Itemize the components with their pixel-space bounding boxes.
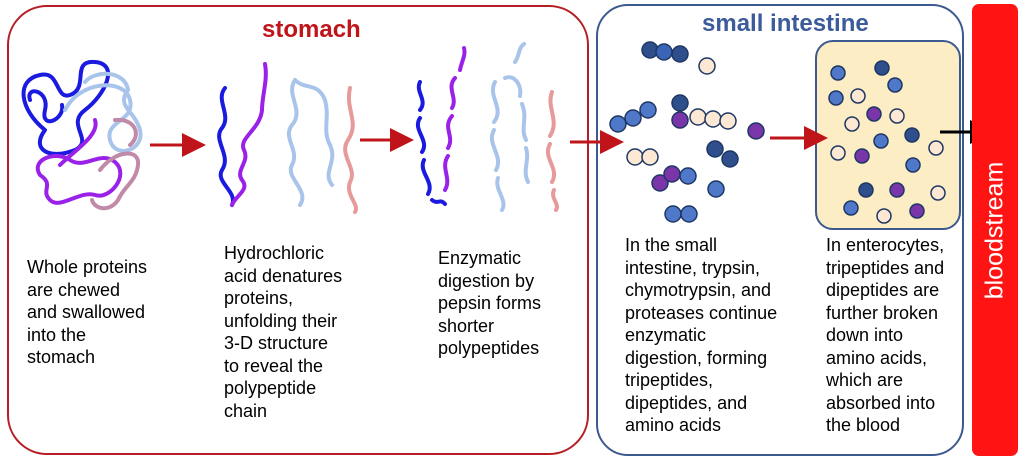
amino-acid-bead	[866, 106, 882, 122]
amino-acid-bead	[830, 65, 846, 81]
amino-acid-bead	[887, 77, 903, 93]
dipeptide-bead	[671, 111, 689, 129]
amino-acid-bead	[626, 148, 644, 166]
amino-acid-bead	[747, 122, 765, 140]
amino-acid-bead	[843, 200, 859, 216]
amino-acid-bead	[641, 148, 659, 166]
folded-protein-icon	[21, 59, 143, 211]
denatured-strands-icon	[217, 62, 358, 214]
bloodstream-label: bloodstream	[980, 161, 1009, 299]
small-intestine-panel	[596, 4, 964, 456]
amino-acid-bead	[889, 182, 905, 198]
amino-acid-bead	[719, 112, 737, 130]
amino-acid-bead	[858, 182, 874, 198]
amino-acid-bead	[930, 185, 946, 201]
enterocyte-particles	[828, 60, 946, 224]
small-intestine-text: In the small intestine, trypsin, chymotr…	[625, 235, 778, 435]
amino-acid-bead	[704, 110, 722, 128]
dipeptide-bead	[706, 140, 724, 158]
tripeptide-bead	[609, 115, 627, 133]
amino-acid-bead	[689, 108, 707, 126]
bloodstream-label-wrap: bloodstream	[972, 4, 1018, 456]
amino-acid-bead	[854, 148, 870, 164]
tripeptide-bead	[651, 174, 669, 192]
dipeptide-bead	[680, 205, 698, 223]
bloodstream-bar	[972, 4, 1018, 456]
tripeptide-bead	[679, 167, 697, 185]
amino-acid-bead	[874, 60, 890, 76]
amino-acid-bead	[889, 108, 905, 124]
amino-acid-bead	[830, 145, 846, 161]
tripeptide-bead	[671, 45, 689, 63]
dipeptide-bead	[664, 205, 682, 223]
amino-acid-bead	[707, 180, 725, 198]
amino-acid-bead	[904, 127, 920, 143]
tripeptide-bead	[624, 109, 642, 127]
amino-acid-bead	[850, 88, 866, 104]
step-1-text: Whole proteins are chewed and swallowed …	[27, 257, 148, 367]
tripeptide-bead	[655, 43, 673, 61]
tripeptide-bead	[639, 101, 657, 119]
amino-acid-bead	[928, 140, 944, 156]
polypeptides-icon	[416, 42, 559, 212]
step-3-text: Enzymatic digestion by pepsin forms shor…	[438, 248, 542, 358]
amino-acid-bead	[844, 116, 860, 132]
enterocyte-text: In enterocytes, tripeptides and dipeptid…	[826, 235, 945, 435]
dipeptide-bead	[671, 94, 689, 112]
amino-acid-bead	[876, 208, 892, 224]
step-2-text: Hydrochloric acid denatures proteins, un…	[224, 243, 343, 421]
tripeptide-bead	[663, 165, 681, 183]
amino-acid-bead	[905, 157, 921, 173]
lumen-particles	[609, 41, 765, 223]
amino-acid-bead	[828, 90, 844, 106]
amino-acid-bead	[698, 57, 716, 75]
stomach-panel	[7, 5, 589, 455]
amino-acid-bead	[873, 133, 889, 149]
amino-acid-bead	[909, 203, 925, 219]
dipeptide-bead	[721, 150, 739, 168]
stomach-title: stomach	[262, 16, 361, 43]
small-intestine-title: small intestine	[702, 10, 869, 37]
